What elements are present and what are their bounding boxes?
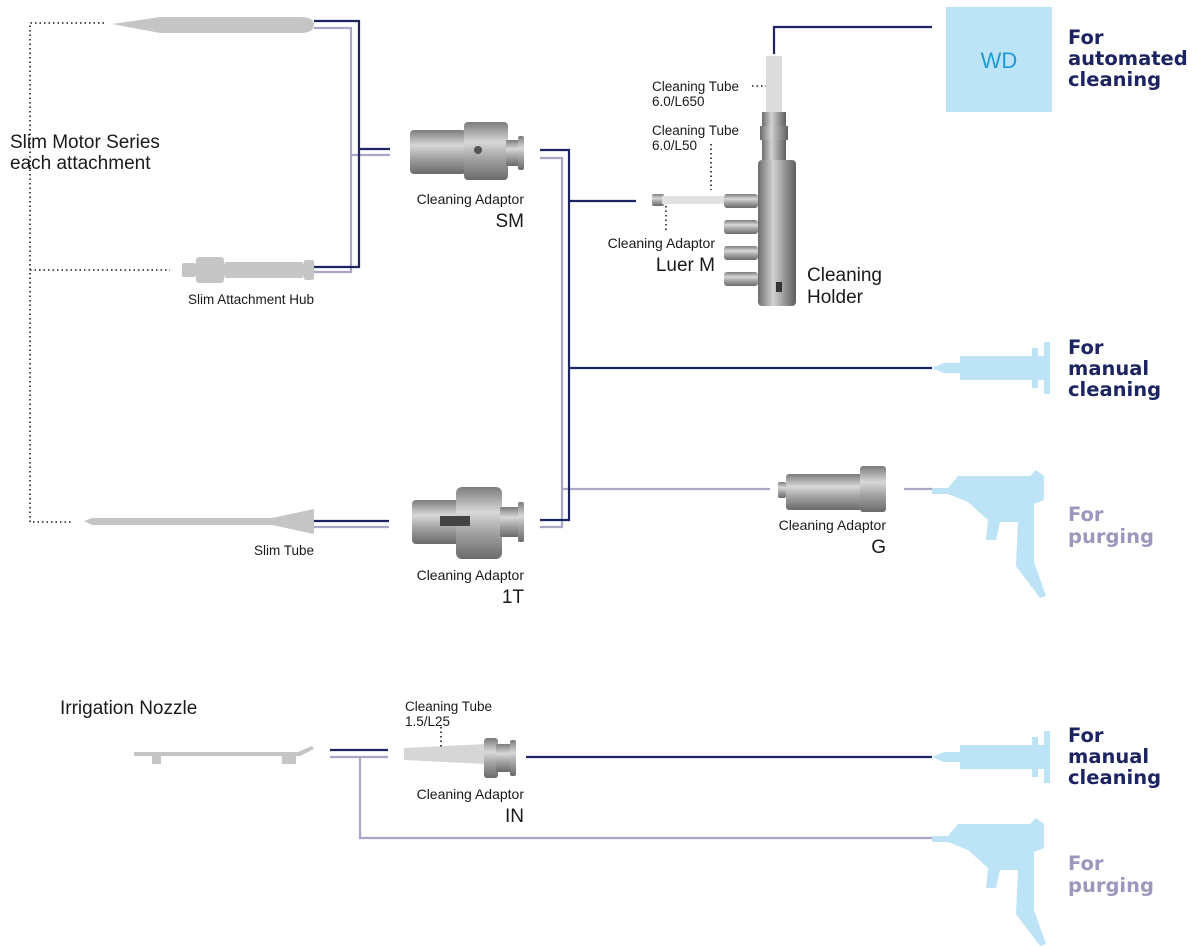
adaptor-1t-line2: 1T: [502, 587, 525, 608]
wd-box-icon: [946, 7, 1052, 112]
cleaning-holder-line1: Cleaning: [807, 265, 882, 286]
adaptor-sm-line1: Cleaning Adaptor: [417, 191, 525, 207]
dest-purging1-line2: purging: [1068, 525, 1154, 548]
dest-automated-line1: For: [1068, 26, 1104, 49]
slim-attachment-hub-label: Slim Attachment Hub: [188, 292, 314, 307]
dest-purging-2: For purging: [1068, 852, 1154, 897]
adaptor-g-label: Cleaning Adaptor G: [779, 517, 887, 558]
adaptor-luer-line1: Cleaning Adaptor: [608, 235, 716, 251]
dest-manual2-line3: cleaning: [1068, 766, 1161, 789]
tube-l50-label: Cleaning Tube 6.0/L50: [652, 123, 739, 153]
adaptor-g-line2: G: [871, 537, 886, 558]
connector-lines-dark: [314, 19, 932, 759]
tube-l650-label: Cleaning Tube 6.0/L650: [652, 79, 739, 109]
tube-l650-line2: 6.0/L650: [652, 94, 705, 109]
adaptor-in-label: Cleaning Adaptor IN: [417, 786, 525, 827]
adaptor-luer-line2: Luer M: [656, 255, 715, 276]
wd-label: WD: [981, 48, 1018, 73]
dest-automated-line2: automated: [1068, 47, 1188, 70]
tube-l25-label: Cleaning Tube 1.5/L25: [405, 699, 492, 729]
adaptor-in-line1: Cleaning Adaptor: [417, 786, 525, 802]
cleaning-adaptor-1t-icon: [412, 487, 524, 559]
slim-motor-series-line2: each attachment: [10, 153, 151, 174]
adaptor-in-line2: IN: [505, 806, 524, 827]
tube-l50-line1: Cleaning Tube: [652, 123, 739, 138]
air-gun-icon: [932, 818, 1046, 946]
slim-attachment-hub-icon: [182, 257, 314, 283]
irrigation-nozzle-label: Irrigation Nozzle: [60, 698, 197, 719]
slim-motor-series-line1: Slim Motor Series: [10, 132, 160, 153]
air-gun-icon: [932, 470, 1046, 598]
leader-lines: [440, 85, 766, 747]
dest-manual2-line2: manual: [1068, 745, 1149, 768]
tube-l25-line2: 1.5/L25: [405, 714, 450, 729]
slim-motor-handpiece-icon: [112, 17, 314, 33]
adaptor-1t-line1: Cleaning Adaptor: [417, 567, 525, 583]
dest-manual2-line1: For: [1068, 724, 1104, 747]
dest-purging-1: For purging: [1068, 503, 1154, 548]
dest-automated-line3: cleaning: [1068, 68, 1161, 91]
tube-l50-line2: 6.0/L50: [652, 138, 697, 153]
slim-tube-icon: [84, 509, 314, 534]
dest-automated-cleaning: For automated cleaning: [1068, 26, 1188, 91]
adaptor-1t-label: Cleaning Adaptor 1T: [417, 567, 525, 608]
slim-tube-label: Slim Tube: [254, 543, 314, 558]
dest-manual-cleaning-2: For manual cleaning: [1068, 724, 1161, 789]
tube-l650-line1: Cleaning Tube: [652, 79, 739, 94]
slim-series-bracket: [29, 22, 170, 523]
adaptor-luer-label: Cleaning Adaptor Luer M: [608, 235, 716, 276]
dest-manual1-line3: cleaning: [1068, 378, 1161, 401]
adaptor-g-line1: Cleaning Adaptor: [779, 517, 887, 533]
dest-manual1-line2: manual: [1068, 357, 1149, 380]
dest-purging2-line2: purging: [1068, 874, 1154, 897]
adaptor-sm-label: Cleaning Adaptor SM: [417, 191, 525, 232]
dest-purging2-line1: For: [1068, 852, 1104, 875]
syringe-icon: [932, 731, 1050, 783]
adaptor-sm-line2: SM: [496, 211, 525, 232]
tube-l25-line1: Cleaning Tube: [405, 699, 492, 714]
cleaning-holder-line2: Holder: [807, 287, 864, 308]
cleaning-holder-icon: [652, 56, 796, 306]
connector-lines-light: [314, 26, 932, 840]
dest-manual1-line1: For: [1068, 336, 1104, 359]
dest-manual-cleaning-1: For manual cleaning: [1068, 336, 1161, 401]
irrigation-nozzle-icon: [134, 746, 314, 764]
cleaning-adaptor-in-icon: [404, 738, 516, 778]
dest-purging1-line1: For: [1068, 503, 1104, 526]
cleaning-holder-label: Cleaning Holder: [807, 265, 882, 308]
cleaning-adaptor-sm-icon: [410, 122, 524, 180]
cleaning-adaptor-g-icon: [778, 466, 886, 512]
syringe-icon: [932, 342, 1050, 394]
slim-motor-series-label: Slim Motor Series each attachment: [10, 132, 160, 174]
